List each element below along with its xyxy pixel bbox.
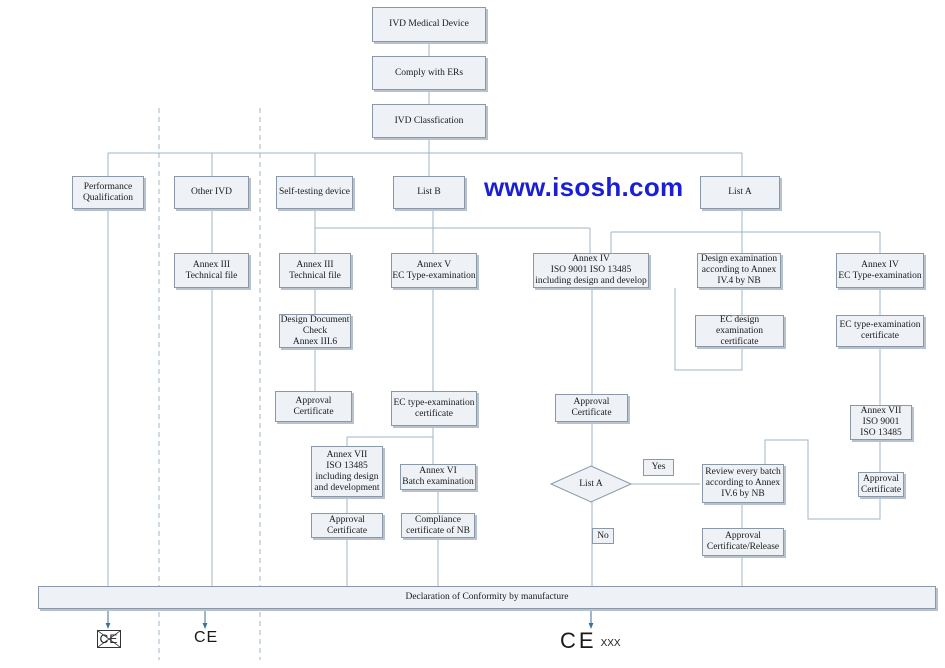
box-ec-design-certificate: EC design examination certificate: [695, 315, 784, 347]
ce-mark-left-text: CE: [99, 632, 119, 646]
ce-crossed-icon: [98, 631, 120, 647]
box-annex3-other-ivd: Annex III Technical file: [174, 253, 249, 288]
box-ivd-medical-device: IVD Medical Device: [372, 7, 486, 42]
decision-no-label: No: [592, 528, 614, 544]
box-ec-type-cert-right: EC type-examination certificate: [836, 315, 924, 347]
box-design-examination-annex4: Design examination according to Annex IV…: [697, 253, 781, 288]
box-declaration-of-conformity: Declaration of Conformity by manufacture: [38, 586, 936, 609]
box-ec-type-cert-list-b: EC type-examination certificate: [391, 391, 477, 426]
box-approval-annex7-list-b: Approval Certificate: [311, 513, 383, 538]
box-annex6-list-b: Annex VI Batch examination: [400, 464, 476, 490]
box-self-testing-device: Self-testing device: [276, 176, 353, 209]
box-approval-self-testing: Approval Certificate: [275, 391, 352, 422]
decision-diamond: [549, 465, 633, 503]
column-separators: [158, 108, 261, 660]
box-annex4-right: Annex IV EC Type-examination: [836, 253, 924, 288]
ce-notified-body-number: XXX: [600, 638, 621, 649]
flow-lines: [107, 42, 881, 586]
box-compliance-certificate-nb: Compliance certificate of NB: [401, 513, 475, 538]
ce-mark-right: CE XXX: [560, 630, 621, 652]
box-approval-release: Approval Certificate/Release: [702, 528, 784, 556]
decision-yes-label: Yes: [643, 459, 674, 476]
box-review-every-batch: Review every batch according to Annex IV…: [702, 464, 784, 503]
box-ivd-classification: IVD Classfication: [372, 104, 486, 138]
box-other-ivd: Other IVD: [174, 176, 249, 209]
box-annex5-list-b: Annex V EC Type-examination: [391, 253, 477, 288]
box-list-a-top: List A: [700, 176, 780, 209]
ce-arrows: [105, 609, 594, 629]
box-annex7-list-b: Annex VII ISO 13485 including design and…: [311, 446, 383, 497]
box-comply-with-ers: Comply with ERs: [372, 56, 486, 90]
ce-mark-left: CE: [97, 630, 121, 648]
box-approval-center: Approval Certificate: [555, 394, 628, 422]
box-annex4-center: Annex IV ISO 9001 ISO 13485 including de…: [533, 253, 649, 288]
box-performance-qualification: Performance Qualification: [72, 176, 144, 209]
decision-label-list-a: List A: [579, 479, 603, 489]
box-list-b: List B: [393, 176, 465, 209]
box-approval-right: Approval Certificate: [858, 472, 904, 497]
ce-mark-middle: CE: [194, 629, 219, 646]
watermark-url: www.isosh.com: [484, 172, 684, 202]
box-annex7-right: Annex VII ISO 9001 ISO 13485: [850, 405, 912, 440]
ce-mark-right-text: CE: [560, 628, 597, 653]
box-annex3-self-testing: Annex III Technical file: [279, 253, 351, 288]
box-design-document-check: Design Document Check Annex III.6: [279, 314, 351, 348]
